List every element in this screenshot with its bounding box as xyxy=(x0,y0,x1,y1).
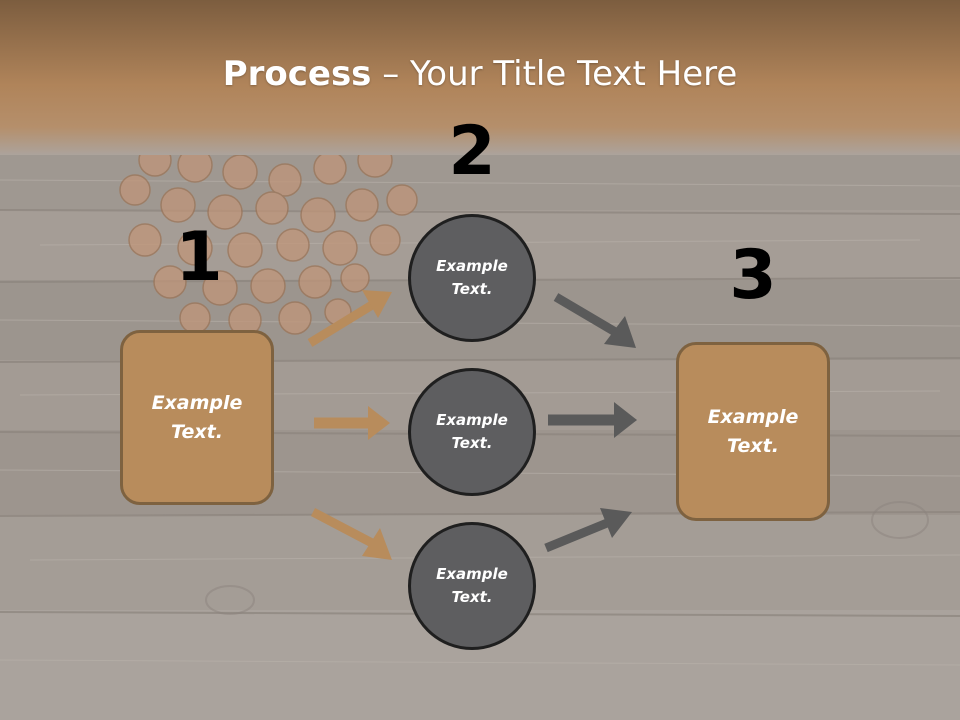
step-3-text: Example Text. xyxy=(707,405,799,457)
step-number-1: 1 xyxy=(175,218,223,297)
arrow-top-to-3 xyxy=(553,293,636,348)
step-number-2: 2 xyxy=(448,112,496,191)
arrow-bottom-to-3 xyxy=(544,508,632,553)
step-2-text-middle: Example Text. xyxy=(436,411,508,452)
slide-title: Process – Your Title Text Here xyxy=(0,52,960,96)
step-2-circle-top: Example Text. xyxy=(408,214,536,342)
arrow-1-to-bottom xyxy=(310,508,392,560)
arrow-1-to-middle xyxy=(314,406,390,440)
header-band xyxy=(0,0,960,155)
step-1-text: Example Text. xyxy=(151,391,243,443)
step-2-circle-middle: Example Text. xyxy=(408,368,536,496)
arrow-middle-to-3 xyxy=(548,402,637,438)
step-2-text-bottom: Example Text. xyxy=(436,565,508,606)
title-bold: Process xyxy=(222,54,372,94)
step-1-box: Example Text. xyxy=(120,330,274,505)
step-2-text-top: Example Text. xyxy=(436,257,508,298)
arrow-1-to-top xyxy=(307,290,392,347)
step-2-circle-bottom: Example Text. xyxy=(408,522,536,650)
roses-decoration xyxy=(119,142,418,337)
step-number-3: 3 xyxy=(729,236,777,315)
title-rest: – Your Title Text Here xyxy=(371,54,738,94)
step-3-box: Example Text. xyxy=(676,342,830,521)
